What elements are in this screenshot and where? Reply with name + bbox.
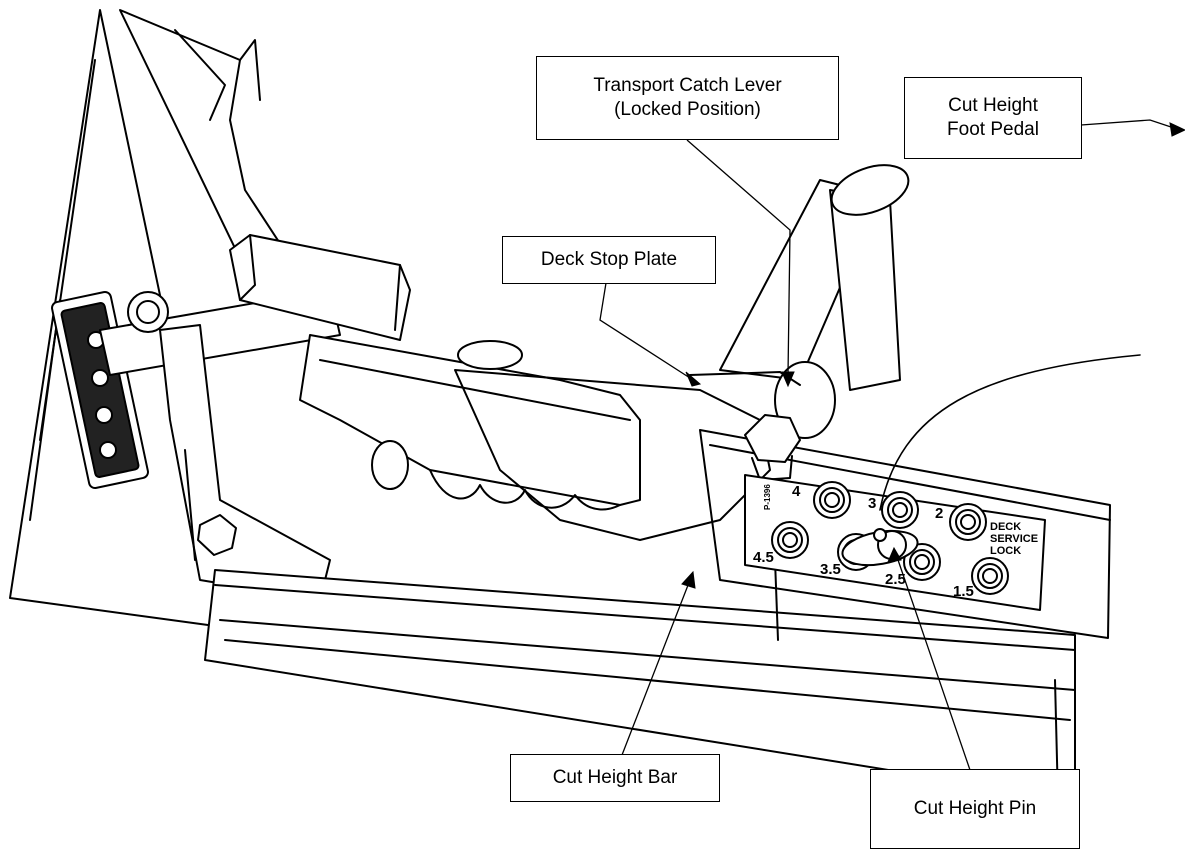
height-plate-labels: 4 3 2 4.5 3.5 2.5 1.5 DECK SERVICE LOCK … [753, 483, 1038, 600]
pedal-cap [830, 164, 910, 216]
leader-cut-height-bar [621, 579, 691, 756]
catch-plate [454, 369, 771, 541]
hex-bolt [744, 414, 801, 463]
cut-height-pin-callout: Cut Height Pin [870, 769, 1080, 849]
transport-catch-lever-line1: Transport Catch Lever [593, 75, 782, 96]
transport-catch-lever-line2: (Locked Position) [614, 99, 761, 120]
catch-handle [299, 334, 641, 506]
deck-stop-plate-text: Deck Stop Plate [540, 249, 678, 270]
height-label-4-5: 4.5 [753, 549, 774, 566]
height-label-2: 2 [935, 505, 943, 522]
height-hole-ring [824, 492, 840, 508]
leader-cut-height-pin [896, 556, 971, 771]
height-label-3-5: 3.5 [820, 561, 841, 578]
transport-catch-lever-callout: Transport Catch Lever (Locked Position) [536, 56, 839, 140]
leader-deck-stop [599, 282, 691, 379]
cut-height-pin-text: Cut Height Pin [913, 798, 1037, 819]
arrow-cut-height-bar [681, 570, 696, 589]
height-hole-ring [782, 532, 798, 548]
lock-label-line2: SERVICE [990, 533, 1038, 545]
height-label-3: 3 [868, 495, 876, 512]
height-hole-ring [982, 568, 998, 584]
part-number-label: P-1396 [763, 484, 772, 510]
cut-height-foot-pedal-callout: Cut Height Foot Pedal [904, 77, 1082, 159]
leader-foot-pedal [1080, 119, 1181, 131]
cut-height-foot-pedal-line1: Cut Height [948, 95, 1038, 116]
height-hole-ring [892, 502, 908, 518]
arrow-cut-height-pin [887, 546, 902, 563]
arrow-deck-stop [685, 371, 702, 387]
cut-height-bar-text: Cut Height Bar [552, 767, 678, 788]
pedal-tube [829, 189, 901, 391]
pin-cable [879, 354, 1141, 511]
handle-pivot [457, 340, 523, 370]
height-hole-ring [914, 554, 930, 570]
cut-height-foot-pedal-line2: Foot Pedal [947, 119, 1039, 140]
lock-label-line3: LOCK [990, 545, 1021, 557]
leader-transport-catch [686, 139, 791, 376]
lower-bolt [197, 514, 237, 556]
lock-label-line1: DECK [990, 521, 1021, 533]
arrow-foot-pedal [1169, 122, 1185, 137]
deck-stop-plate-callout: Deck Stop Plate [502, 236, 716, 284]
height-label-2-5: 2.5 [885, 571, 906, 588]
arrow-transport-catch [781, 371, 795, 388]
height-hole-ring [960, 514, 976, 530]
height-label-1-5: 1.5 [953, 583, 974, 600]
height-label-4: 4 [792, 483, 801, 500]
cut-height-bar-callout: Cut Height Bar [510, 754, 720, 802]
